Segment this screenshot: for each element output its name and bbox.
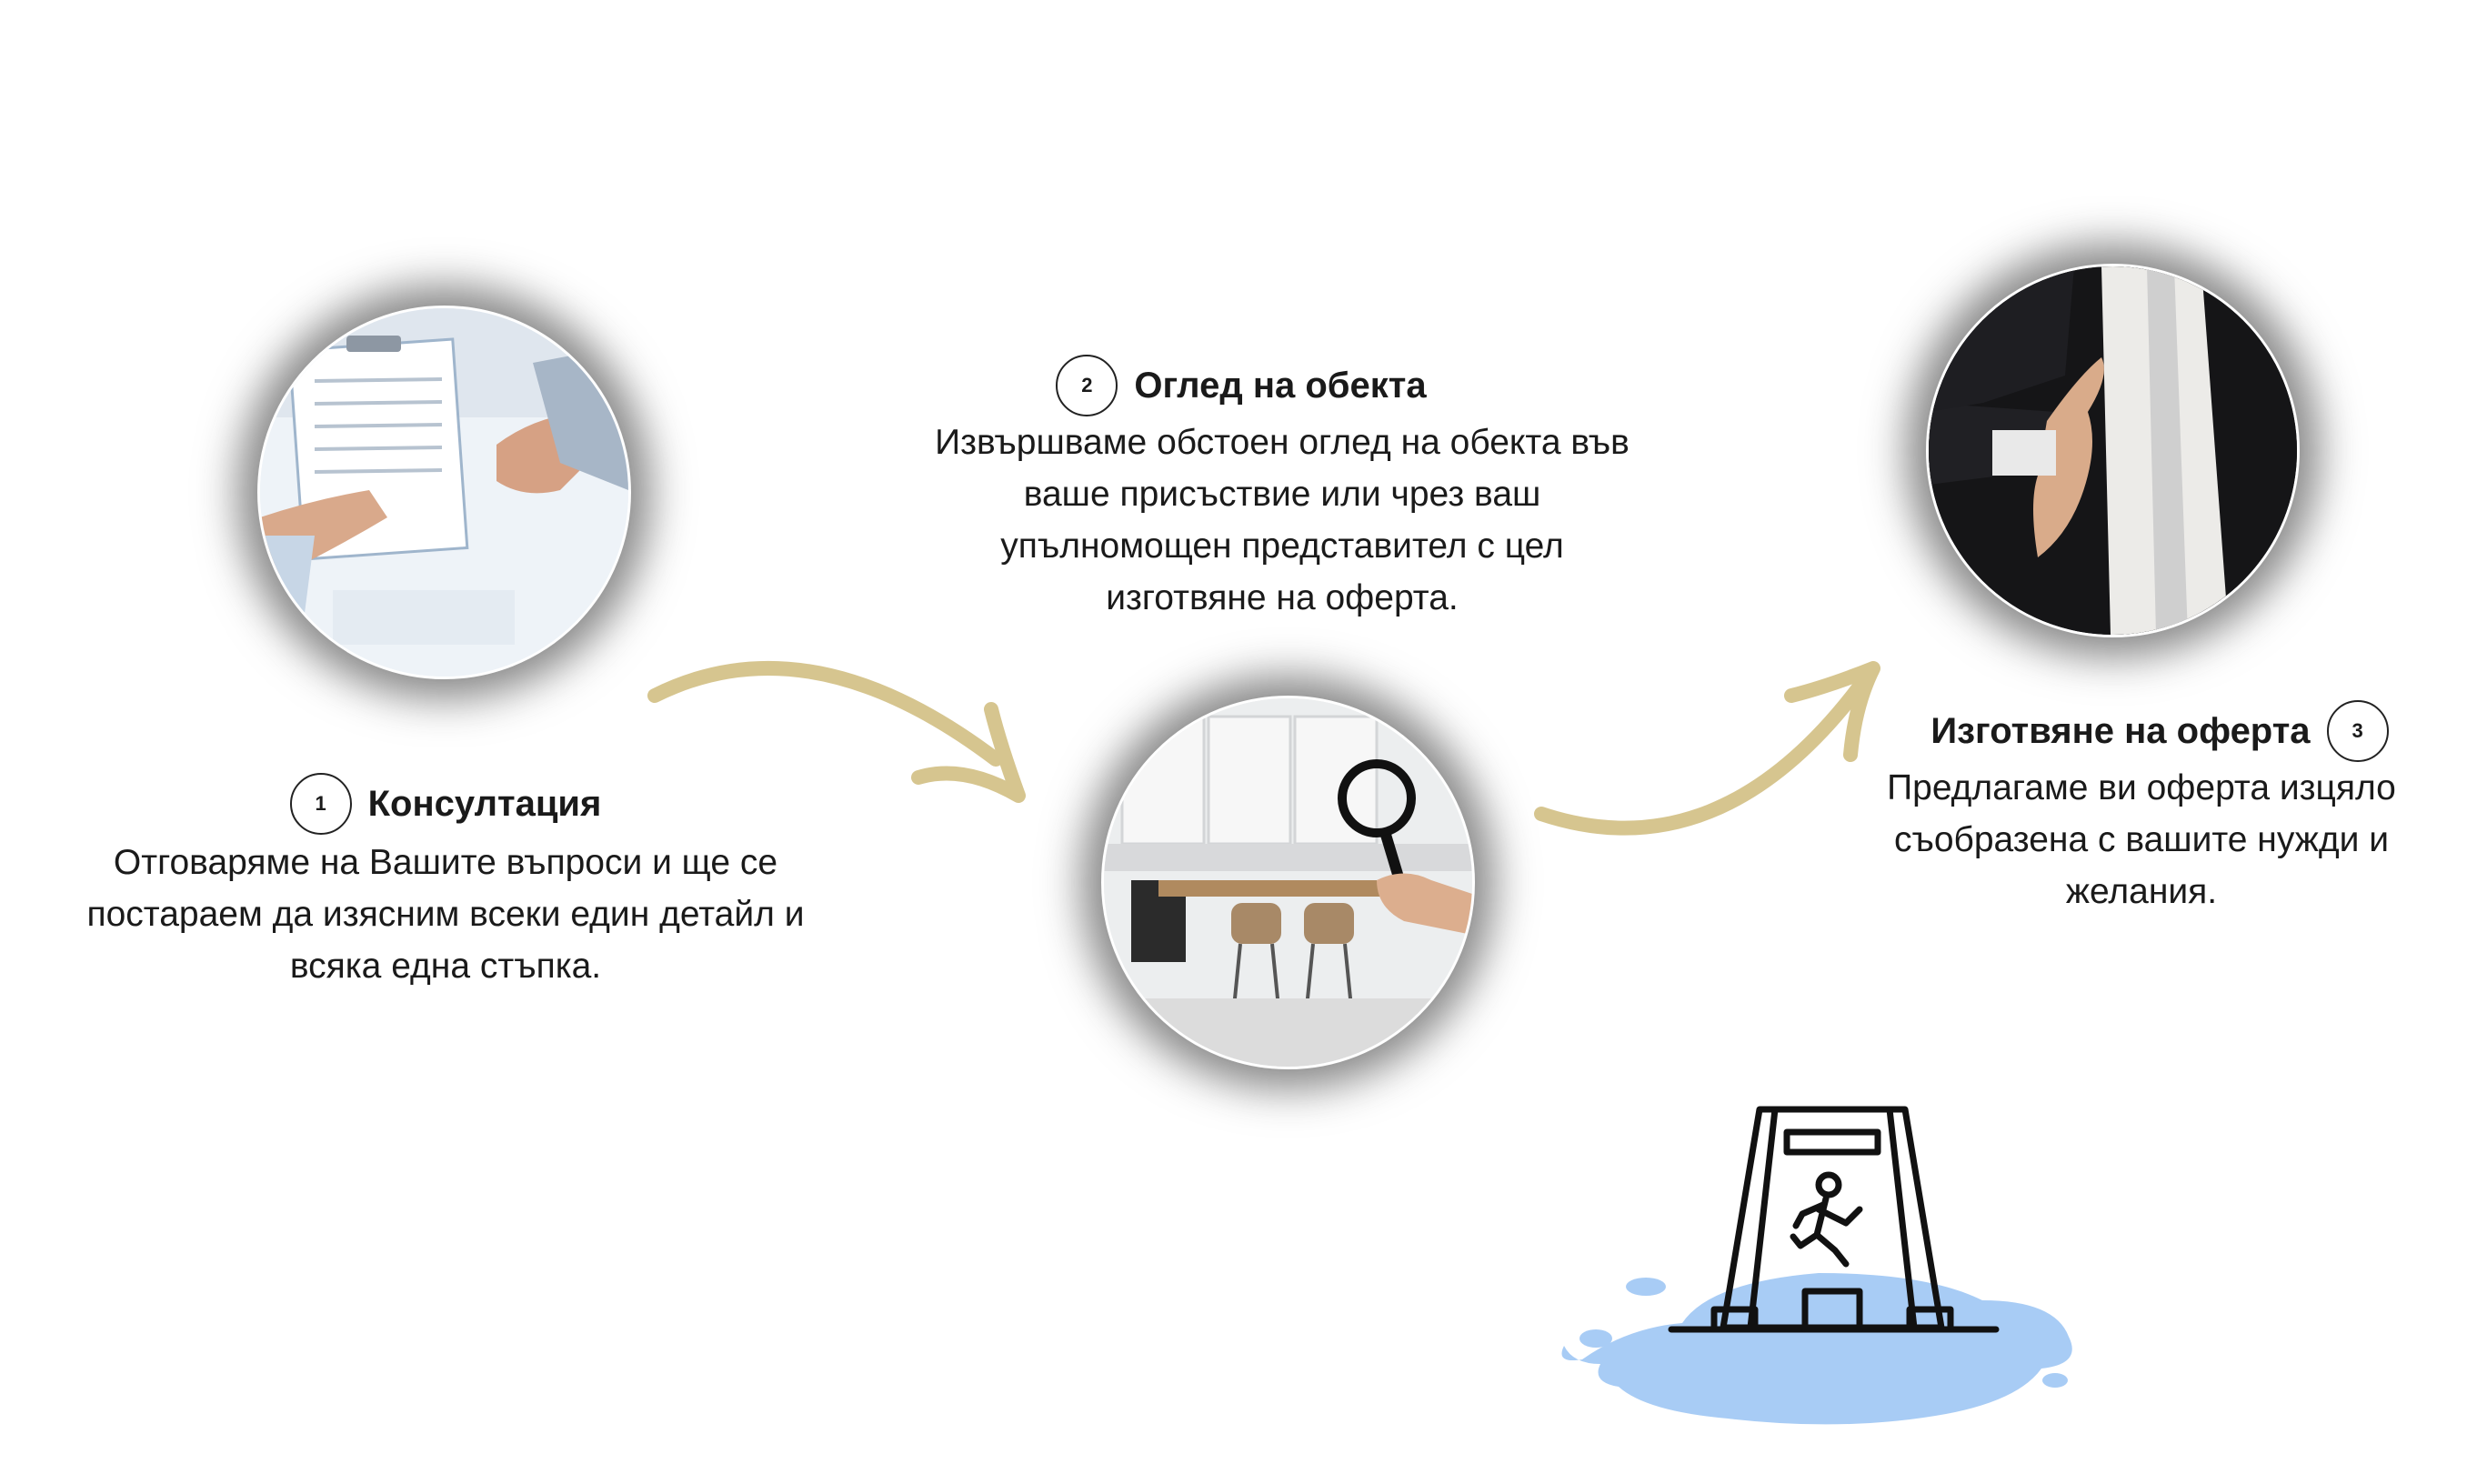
step-number-badge: 1 [289, 773, 352, 835]
step-description-line: Извършваме обстоен оглед на обекта във [935, 423, 1630, 462]
step-number-badge: 3 [2326, 700, 2389, 762]
step-description-line: изготвяне на оферта. [1106, 578, 1459, 617]
step-description-line: постараем да изясним всеки един детайл и [86, 895, 805, 934]
step-number-badge: 2 [1056, 355, 1118, 416]
wet-floor-sign-icon [1561, 1106, 2072, 1425]
step-description-line: желания. [2065, 872, 2218, 911]
step-3-heading: Изготвяне на оферта 3 [1864, 700, 2455, 762]
step-2-heading: 2 Оглед на обекта [782, 355, 1700, 416]
step-2: 2 Оглед на обекта Извършваме обстоен огл… [864, 355, 1700, 624]
arrow-right-curve-icon [647, 661, 1026, 803]
step-3: Изготвяне на оферта 3 Предлагаме ви офер… [1828, 700, 2455, 917]
step-description-line: упълномощен представител с цел [1000, 526, 1564, 566]
inspection-photo [1101, 696, 1475, 1069]
arrow-up-curve-icon [1534, 661, 1880, 836]
step-title: Изготвяне на оферта [1930, 711, 2311, 751]
step-description-line: Предлагаме ви оферта изцяло [1887, 768, 2396, 807]
step-description-line: съобразена с вашите нужди и [1893, 820, 2390, 859]
step-title: Консултация [367, 784, 602, 824]
step-description-line: ваше присъствие или чрез ваш [1023, 475, 1541, 514]
handshake-photo [1926, 264, 2300, 637]
step-1: 1 Консултация Отговаряме на Вашите въпро… [18, 773, 873, 992]
consultation-photo [257, 306, 631, 679]
step-title: Оглед на обекта [1134, 366, 1427, 406]
step-1-heading: 1 Консултация [18, 773, 873, 835]
step-description-line: всяка една стъпка. [289, 947, 602, 986]
step-description-line: Отговаряме на Вашите въпроси и ще се [113, 843, 778, 882]
